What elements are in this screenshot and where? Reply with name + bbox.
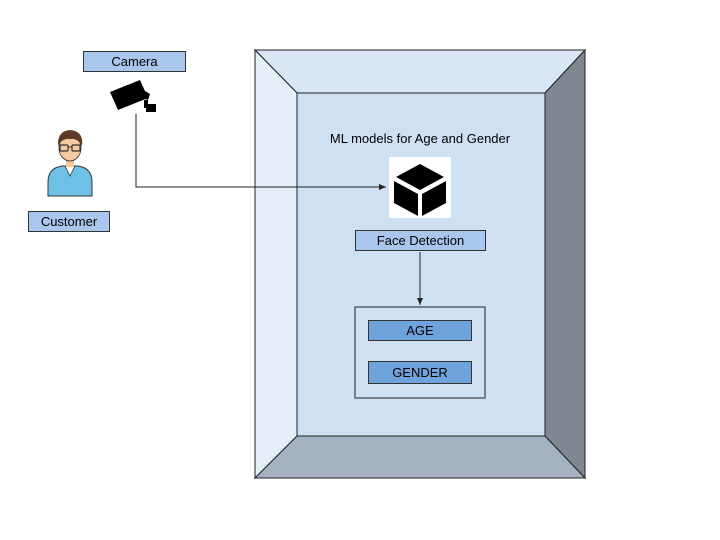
frame-top-bevel — [253, 49, 587, 94]
frame-right-bevel — [544, 48, 586, 480]
age-box: AGE — [368, 320, 472, 341]
gender-box: GENDER — [368, 361, 472, 384]
face-detection-box: Face Detection — [355, 230, 486, 251]
person-icon — [47, 130, 93, 197]
frame-bottom-bevel — [253, 435, 587, 479]
customer-label: Customer — [28, 211, 110, 232]
camera-to-model-connector — [135, 114, 386, 190]
camera-label: Camera — [83, 51, 186, 72]
cube-icon — [389, 157, 451, 218]
frame-left-bevel — [254, 48, 298, 480]
cctv-camera-icon — [110, 80, 156, 112]
ml-models-title: ML models for Age and Gender — [329, 130, 511, 146]
